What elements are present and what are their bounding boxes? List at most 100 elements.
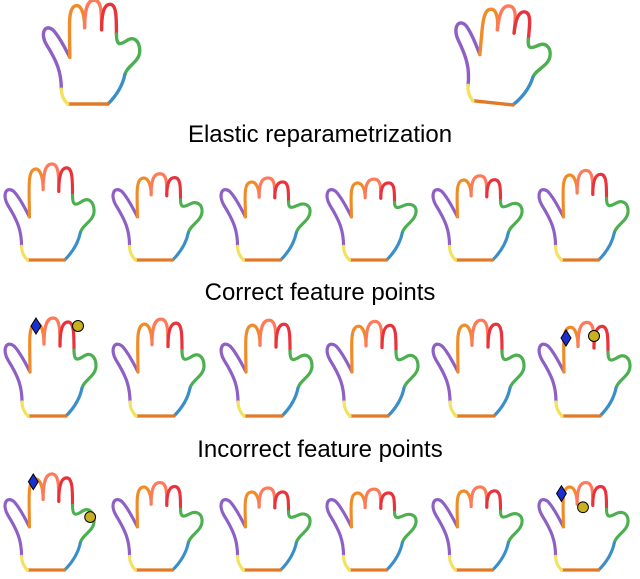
hand-segment-edge [492, 386, 512, 418]
feature-point-diamond-icon [30, 317, 42, 335]
hand-outline-top-right [454, 4, 552, 107]
hand-segment-edge [172, 386, 192, 418]
hand-segment-edge [491, 540, 510, 572]
hand-segment-ring [165, 176, 183, 202]
hand-segment-heel [554, 400, 564, 418]
hand-segment-thumb [431, 188, 459, 248]
hand-segment-thumb [111, 188, 139, 248]
hand-outline-top-left [41, 0, 142, 106]
hand-segment-thumb [325, 188, 353, 248]
hand-segment-ring [58, 320, 76, 352]
feature-point-circle-icon [588, 330, 600, 342]
hand-segment-middle [257, 486, 277, 510]
title-correct-feature-points: Correct feature points [204, 279, 436, 306]
hand-segment-edge [597, 540, 616, 572]
hand-segment-thumb [111, 342, 140, 404]
hand-segment-thumb [325, 498, 353, 558]
hand-segment-edge [491, 230, 510, 262]
hand-segment-pinky [392, 510, 418, 545]
hand-outline-incorrect-2 [219, 486, 312, 572]
hand-segment-pinky [394, 349, 420, 390]
hand-segment-edge [279, 540, 298, 572]
hand-segment-index [456, 323, 474, 374]
hand-segment-edge [597, 230, 616, 262]
hand-segment-thumb [325, 342, 354, 404]
hand-segment-pinky [604, 507, 630, 545]
hand-segment-ring [166, 321, 184, 353]
hand-segment-heel [341, 554, 352, 572]
hand-segment-middle [469, 174, 489, 199]
hand-segment-edge [64, 386, 84, 418]
hand-segment-heel [236, 400, 246, 418]
hand-segment-edge [385, 230, 404, 262]
hand-segment-pinky [286, 510, 312, 545]
hand-segment-index [455, 489, 473, 529]
hand-segment-thumb [41, 26, 72, 91]
hand-outline-incorrect-1 [111, 481, 204, 572]
hand-segment-heel [447, 244, 458, 262]
hand-segment-pinky [286, 200, 312, 235]
hand-segment-heel [342, 400, 352, 418]
hand-segment-edge [63, 540, 82, 572]
hand-segment-edge [385, 540, 404, 572]
feature-point-diamond-icon [555, 484, 567, 503]
hand-outline-elastic-2 [219, 176, 312, 262]
hand-segment-pinky [392, 200, 418, 235]
title-elastic-reparametrization: Elastic reparametrization [187, 121, 453, 148]
hand-segment-wrist [471, 99, 515, 107]
hand-segment-index [136, 322, 154, 374]
hand-segment-pinky [604, 196, 630, 235]
hand-segment-heel [59, 87, 70, 106]
hand-segment-index [67, 3, 87, 60]
hand-segment-middle [470, 318, 490, 349]
hand-segment-ring [485, 178, 503, 203]
hand-segment-heel [553, 244, 564, 262]
hand-segment-thumb [3, 342, 32, 404]
hand-outline-correct-0 [3, 316, 98, 418]
hand-outline-correct-4 [431, 318, 526, 418]
hand-segment-heel [127, 244, 138, 262]
hand-segment-heel [20, 400, 30, 418]
hand-segment-middle [258, 318, 278, 349]
hand-segment-middle [149, 172, 169, 198]
hand-segment-thumb [219, 498, 247, 558]
hand-outline-incorrect-4 [431, 485, 524, 572]
feature-point-circle-icon [84, 511, 97, 523]
hand-segment-pinky [70, 503, 96, 545]
hand-outline-incorrect-5 [537, 481, 630, 572]
hand-segment-pinky [606, 350, 632, 390]
hand-segment-ring [273, 490, 291, 514]
hand-segment-heel [447, 554, 458, 572]
hand-segment-heel [128, 400, 138, 418]
hand-outline-correct-2 [219, 318, 314, 418]
hand-segment-ring [57, 476, 75, 507]
hand-segment-thumb [431, 498, 459, 558]
hand-segment-pinky [498, 199, 524, 235]
hand-segment-ring [99, 2, 119, 36]
hand-segment-thumb [3, 188, 31, 248]
hand-segment-thumb [537, 188, 565, 248]
hand-segment-pinky [72, 348, 98, 390]
hand-segment-thumb [537, 498, 565, 558]
hand-segment-thumb [219, 342, 248, 404]
hand-segment-middle [42, 316, 62, 348]
hand-segment-heel [448, 400, 458, 418]
hand-segment-middle [150, 317, 170, 349]
hand-segment-middle [363, 487, 383, 510]
hand-segment-ring [379, 491, 397, 514]
hand-segment-middle [575, 168, 595, 196]
hand-outline-incorrect-0 [3, 472, 97, 572]
hand-segment-pinky [178, 198, 204, 235]
hand-segment-ring [485, 489, 503, 513]
hand-segment-thumb [431, 342, 460, 404]
hand-segment-thumb [219, 188, 247, 248]
feature-point-circle-icon [577, 501, 589, 514]
title-incorrect-feature-points: Incorrect feature points [197, 436, 443, 463]
hand-segment-edge [386, 386, 406, 418]
hand-segment-middle [149, 481, 169, 507]
hand-outline-incorrect-3 [325, 487, 418, 572]
hand-segment-index [455, 178, 473, 219]
hand-segment-edge [280, 386, 300, 418]
hand-segment-pinky [180, 348, 206, 390]
